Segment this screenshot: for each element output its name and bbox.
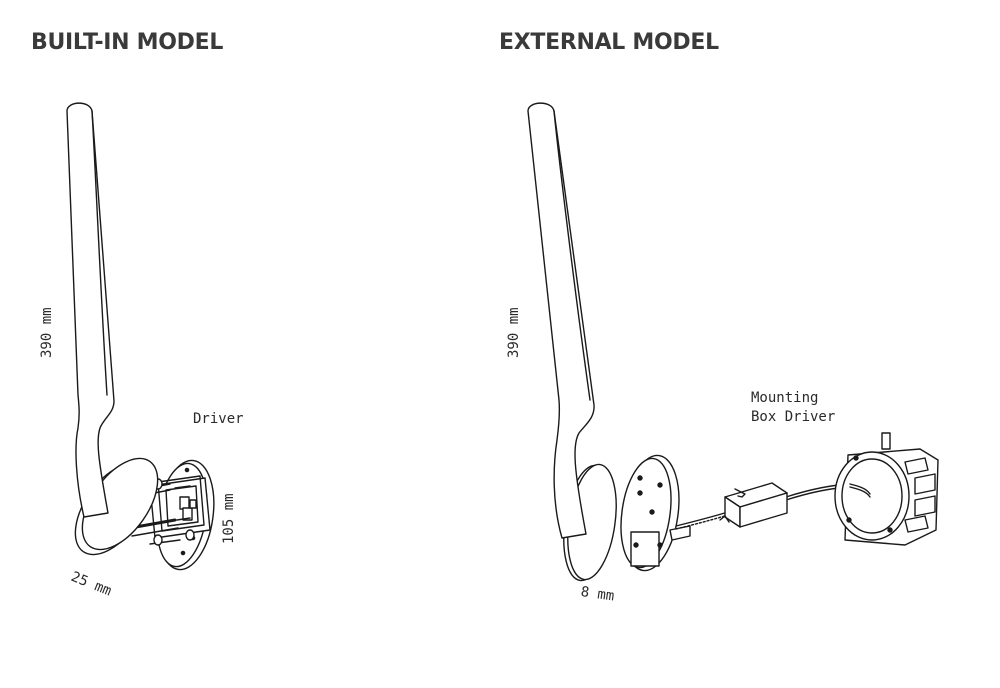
mounting-box-driver-unit — [720, 483, 787, 527]
external-arm — [528, 103, 594, 538]
external-lamp — [528, 103, 938, 584]
built-in-height-label: 390 mm — [39, 307, 55, 358]
built-in-driver-label: Driver — [193, 411, 244, 427]
external-height-label: 390 mm — [506, 307, 522, 358]
external-driver-label-line2: Box Driver — [751, 409, 836, 425]
built-in-model-title: BUILT-IN MODEL — [31, 30, 224, 55]
external-wall-plate — [615, 452, 690, 574]
built-in-lamp — [60, 103, 220, 573]
external-driver-label-line1: Mounting — [751, 390, 819, 406]
built-in-disc-base — [60, 445, 173, 567]
built-in-plate-label: 105 mm — [221, 493, 237, 544]
built-in-arm — [67, 103, 114, 517]
mounting-box — [835, 433, 938, 545]
external-model-title: EXTERNAL MODEL — [499, 30, 719, 55]
